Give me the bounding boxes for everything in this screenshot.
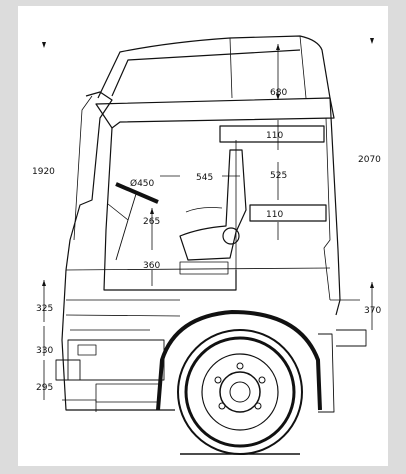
front-wheel [177, 329, 303, 455]
dim-overall-height-left: 1920 [32, 167, 55, 177]
dim-step-upper: 325 [36, 304, 53, 314]
cab-roof-outline [97, 35, 331, 99]
dim-steering-wheel: Ø450 [130, 178, 155, 189]
cab-top-band [95, 97, 335, 129]
lower-bunk [249, 204, 327, 222]
driver-seat [179, 149, 247, 261]
bottom-bar [0, 466, 406, 474]
upper-bunk [219, 125, 325, 143]
cab-rear-wall [329, 97, 341, 316]
drawing-frame [18, 6, 388, 466]
dim-seat-to-floor: 265 [143, 217, 160, 227]
dim-step-middle: 330 [36, 346, 53, 356]
bumper [67, 339, 165, 381]
dim-floor-to-step: 360 [143, 261, 160, 271]
steering-wheel [115, 182, 159, 204]
dim-wheel-to-wall: 545 [196, 173, 213, 183]
dim-bunk-gap: 525 [270, 171, 287, 181]
dim-lower-bunk: 110 [266, 210, 283, 220]
door-outline [103, 127, 237, 291]
dim-roof-interior: 680 [270, 88, 287, 98]
roof-inner-line [111, 49, 301, 97]
windscreen-pillar [65, 91, 113, 271]
dim-right-step: 370 [364, 306, 381, 316]
dim-overall-height-right: 2070 [358, 155, 381, 165]
front-grille [61, 269, 175, 411]
dim-step-lower: 295 [36, 383, 53, 393]
wheel-arch [156, 310, 322, 411]
dim-upper-bunk: 110 [266, 131, 283, 141]
